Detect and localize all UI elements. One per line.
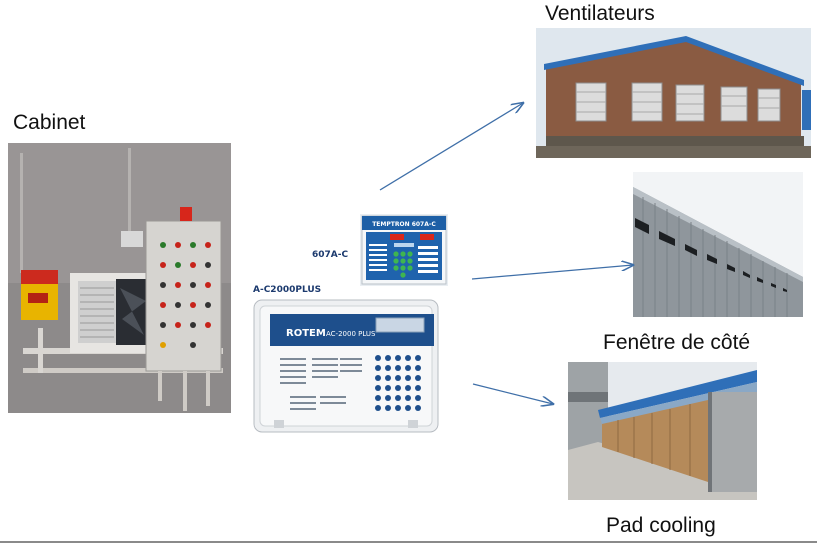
temptron-controller-photo: TEMPTRON 607A-C [360,214,448,286]
rotem-model-text: AC-2000 PLUS [326,330,376,338]
ac2000-controller-photo: ROTEM AC-2000 PLUS [250,296,442,438]
fenetre-label: Fenêtre de côté [603,331,751,354]
ventilateurs-photo [536,28,811,158]
arrow-to-ventilateurs [379,103,523,191]
arrow-to-fenetre [471,265,633,280]
ventilateurs-label: Ventilateurs [545,2,655,25]
cabinet-photo [8,143,231,413]
fenetre-photo [633,172,803,317]
pad-cooling-photo [568,362,757,500]
cabinet-label: Cabinet [13,111,86,134]
rotem-brand-text: ROTEM [286,328,326,339]
bottom-divider [0,541,817,543]
temptron-header-text: TEMPTRON 607A-C [372,221,436,228]
model-2000-label: A-C2000PLUS [253,285,322,295]
pad-cooling-label: Pad cooling [606,514,716,537]
model-607-label: 607A-C [312,250,349,260]
arrow-to-pad-cooling [472,383,553,404]
